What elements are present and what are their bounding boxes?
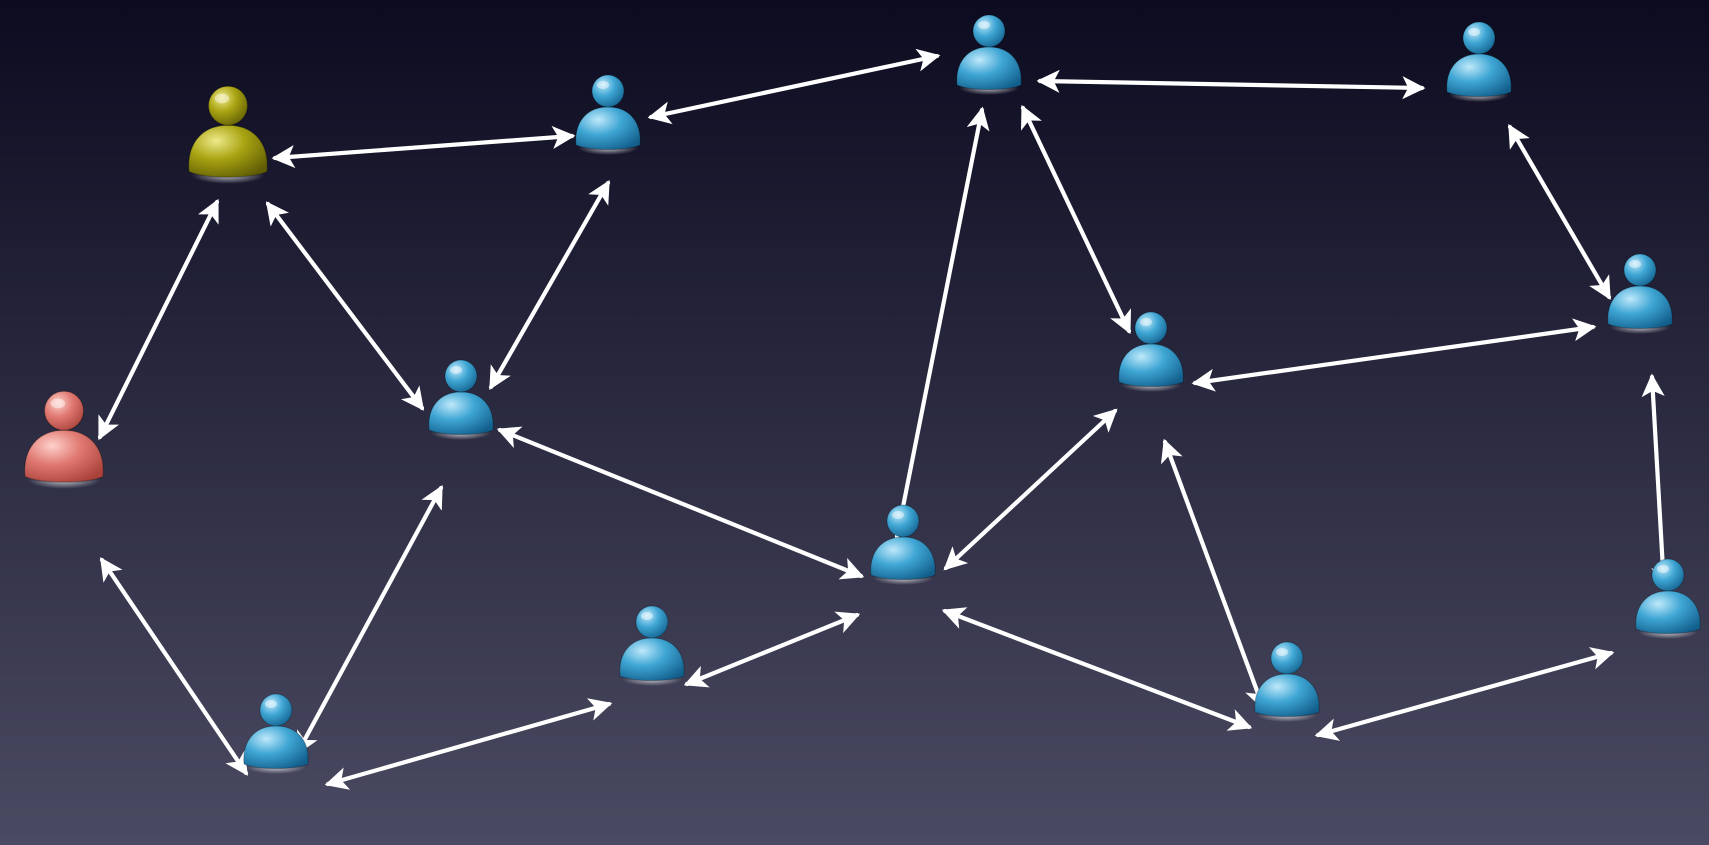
bidirectional-arrow xyxy=(1641,373,1675,591)
person-icon-blue xyxy=(1254,641,1320,722)
person-highlight xyxy=(641,612,653,620)
bidirectional-arrow xyxy=(324,698,613,790)
person-highlight xyxy=(1657,565,1669,573)
person-highlight xyxy=(597,81,609,89)
person-body xyxy=(428,391,494,435)
person-body xyxy=(24,429,104,483)
bidirectional-arrow xyxy=(97,198,220,441)
person-head xyxy=(1134,311,1168,345)
bidirectional-arrow xyxy=(647,48,941,125)
person-icon-blue xyxy=(1118,311,1184,392)
person-head xyxy=(43,390,85,431)
person-body xyxy=(1254,673,1320,717)
bidirectional-arrow xyxy=(488,179,611,391)
bidirectional-arrow xyxy=(496,426,865,580)
bidirectional-arrow xyxy=(941,607,1253,731)
person-body xyxy=(243,725,309,769)
person-highlight xyxy=(1140,318,1152,326)
person-highlight xyxy=(1468,28,1480,36)
person-head xyxy=(635,605,669,639)
bidirectional-arrow xyxy=(1314,647,1615,741)
person-body xyxy=(870,536,936,580)
person-body xyxy=(619,637,685,681)
person-icon-blue xyxy=(1446,21,1512,102)
person-head xyxy=(1623,253,1657,287)
person-highlight xyxy=(1276,648,1288,656)
edges-layer xyxy=(97,48,1675,790)
bidirectional-arrow xyxy=(265,201,425,411)
bidirectional-arrow xyxy=(1020,104,1132,335)
person-icon-blue xyxy=(1607,253,1673,334)
person-body xyxy=(575,106,641,150)
person-highlight xyxy=(1629,260,1641,268)
bidirectional-arrow xyxy=(1036,69,1426,100)
bidirectional-arrow xyxy=(1191,318,1597,392)
bidirectional-arrow xyxy=(889,106,990,541)
bidirectional-arrow xyxy=(99,557,249,776)
person-highlight xyxy=(214,93,230,104)
bidirectional-arrow xyxy=(1507,124,1612,300)
person-head xyxy=(207,85,249,126)
person-icon-blue xyxy=(870,504,936,585)
person-highlight xyxy=(265,700,277,708)
person-icon-olive xyxy=(188,85,268,184)
bidirectional-arrow xyxy=(683,611,861,688)
person-highlight xyxy=(450,366,462,374)
person-head xyxy=(1270,641,1304,675)
person-head xyxy=(1651,558,1685,592)
person-icon-blue xyxy=(428,359,494,440)
bidirectional-arrow xyxy=(295,484,444,756)
person-icon-blue xyxy=(956,14,1022,95)
person-head xyxy=(591,74,625,108)
person-head xyxy=(259,693,293,727)
person-head xyxy=(1462,21,1496,55)
person-body xyxy=(956,46,1022,90)
person-icon-blue xyxy=(575,74,641,155)
person-icon-blue xyxy=(243,693,309,774)
bidirectional-arrow xyxy=(271,125,576,169)
person-body xyxy=(1635,590,1701,634)
person-body xyxy=(1446,53,1512,97)
person-icon-blue xyxy=(1635,558,1701,639)
person-highlight xyxy=(978,21,990,29)
person-head xyxy=(444,359,478,393)
person-highlight xyxy=(892,511,904,519)
person-body xyxy=(1118,343,1184,387)
nodes-layer xyxy=(24,14,1701,774)
person-head xyxy=(972,14,1006,48)
person-head xyxy=(886,504,920,538)
bidirectional-arrow xyxy=(943,408,1118,571)
person-body xyxy=(1607,285,1673,329)
person-body xyxy=(188,124,268,178)
person-icon-red xyxy=(24,390,104,489)
person-highlight xyxy=(50,398,66,409)
person-icon-blue xyxy=(619,605,685,686)
